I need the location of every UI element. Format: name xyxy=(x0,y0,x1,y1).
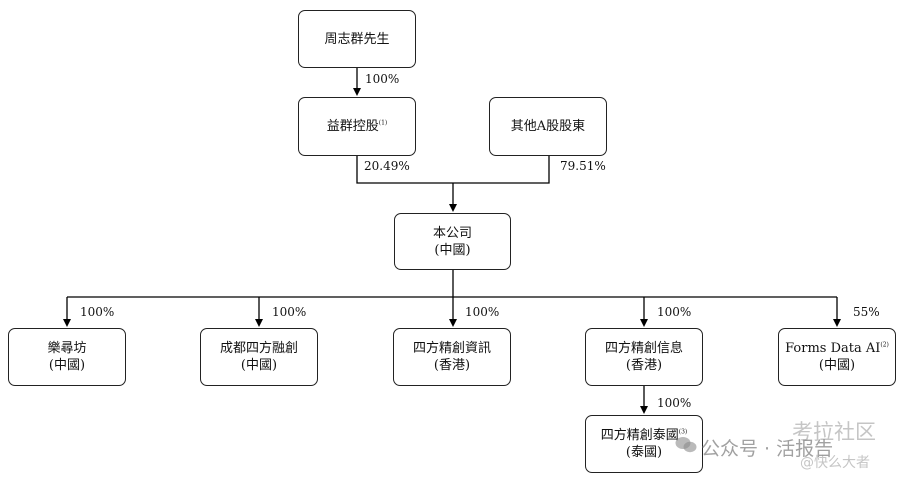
watermark-site: 考拉社区 xyxy=(792,420,876,444)
node-chengdu-region: (中國) xyxy=(240,358,278,373)
node-chengdu: 成都四方融創 (中國) xyxy=(200,328,318,386)
node-lexunfang-region: (中國) xyxy=(48,358,86,373)
node-company-region: (中國) xyxy=(434,242,471,258)
node-sf-zixun-name: 四方精創資訊 xyxy=(412,341,491,356)
pct-to-sf-zixun: 100% xyxy=(465,305,500,319)
node-forms-note: (2) xyxy=(880,341,889,349)
wechat-icon xyxy=(675,436,697,454)
pct-to-chengdu: 100% xyxy=(272,305,307,319)
node-other-a-name: 其他A股股東 xyxy=(510,119,586,134)
node-lexunfang: 樂尋坊 (中國) xyxy=(8,328,126,386)
watermark-author: @快么大者 xyxy=(800,455,870,471)
node-sf-xinxi-name: 四方精創信息 xyxy=(604,341,683,356)
node-other-a: 其他A股股東 xyxy=(489,97,607,156)
pct-other-to-company: 79.51% xyxy=(560,159,606,173)
pct-zhou-to-yiqun: 100% xyxy=(365,72,400,86)
node-sf-taiguo-note: (3) xyxy=(678,428,688,436)
node-forms-region: (中國) xyxy=(818,358,856,373)
node-sf-zixun-region: (香港) xyxy=(433,358,471,373)
node-sf-zixun: 四方精創資訊 (香港) xyxy=(393,328,511,386)
pct-to-lexunfang: 100% xyxy=(80,305,115,319)
node-company-name: 本公司 xyxy=(432,225,472,241)
watermark-wechat: 公众号 · 活报告 xyxy=(701,438,834,460)
node-forms-name: Forms Data AI(2) xyxy=(785,341,889,356)
node-lexunfang-name: 樂尋坊 xyxy=(47,341,87,356)
node-zhou-name: 周志群先生 xyxy=(324,31,390,47)
node-yiqun-note: (1) xyxy=(378,119,388,127)
pct-to-sf-xinxi: 100% xyxy=(657,305,692,319)
node-yiqun-name: 益群控股(1) xyxy=(326,119,388,134)
pct-to-forms: 55% xyxy=(853,305,880,319)
node-zhou: 周志群先生 xyxy=(298,10,416,68)
node-forms: Forms Data AI(2) (中國) xyxy=(778,328,896,386)
node-yiqun: 益群控股(1) xyxy=(298,97,416,156)
node-chengdu-name: 成都四方融創 xyxy=(219,341,298,356)
node-sf-taiguo-region: (泰國) xyxy=(625,445,663,460)
pct-yiqun-to-company: 20.49% xyxy=(364,159,410,173)
node-sf-taiguo-name: 四方精創泰國(3) xyxy=(600,428,688,443)
pct-xinxi-to-taiguo: 100% xyxy=(657,396,692,410)
node-sf-xinxi: 四方精創信息 (香港) xyxy=(585,328,703,386)
node-sf-xinxi-region: (香港) xyxy=(625,358,663,373)
node-company: 本公司 (中國) xyxy=(394,213,511,270)
